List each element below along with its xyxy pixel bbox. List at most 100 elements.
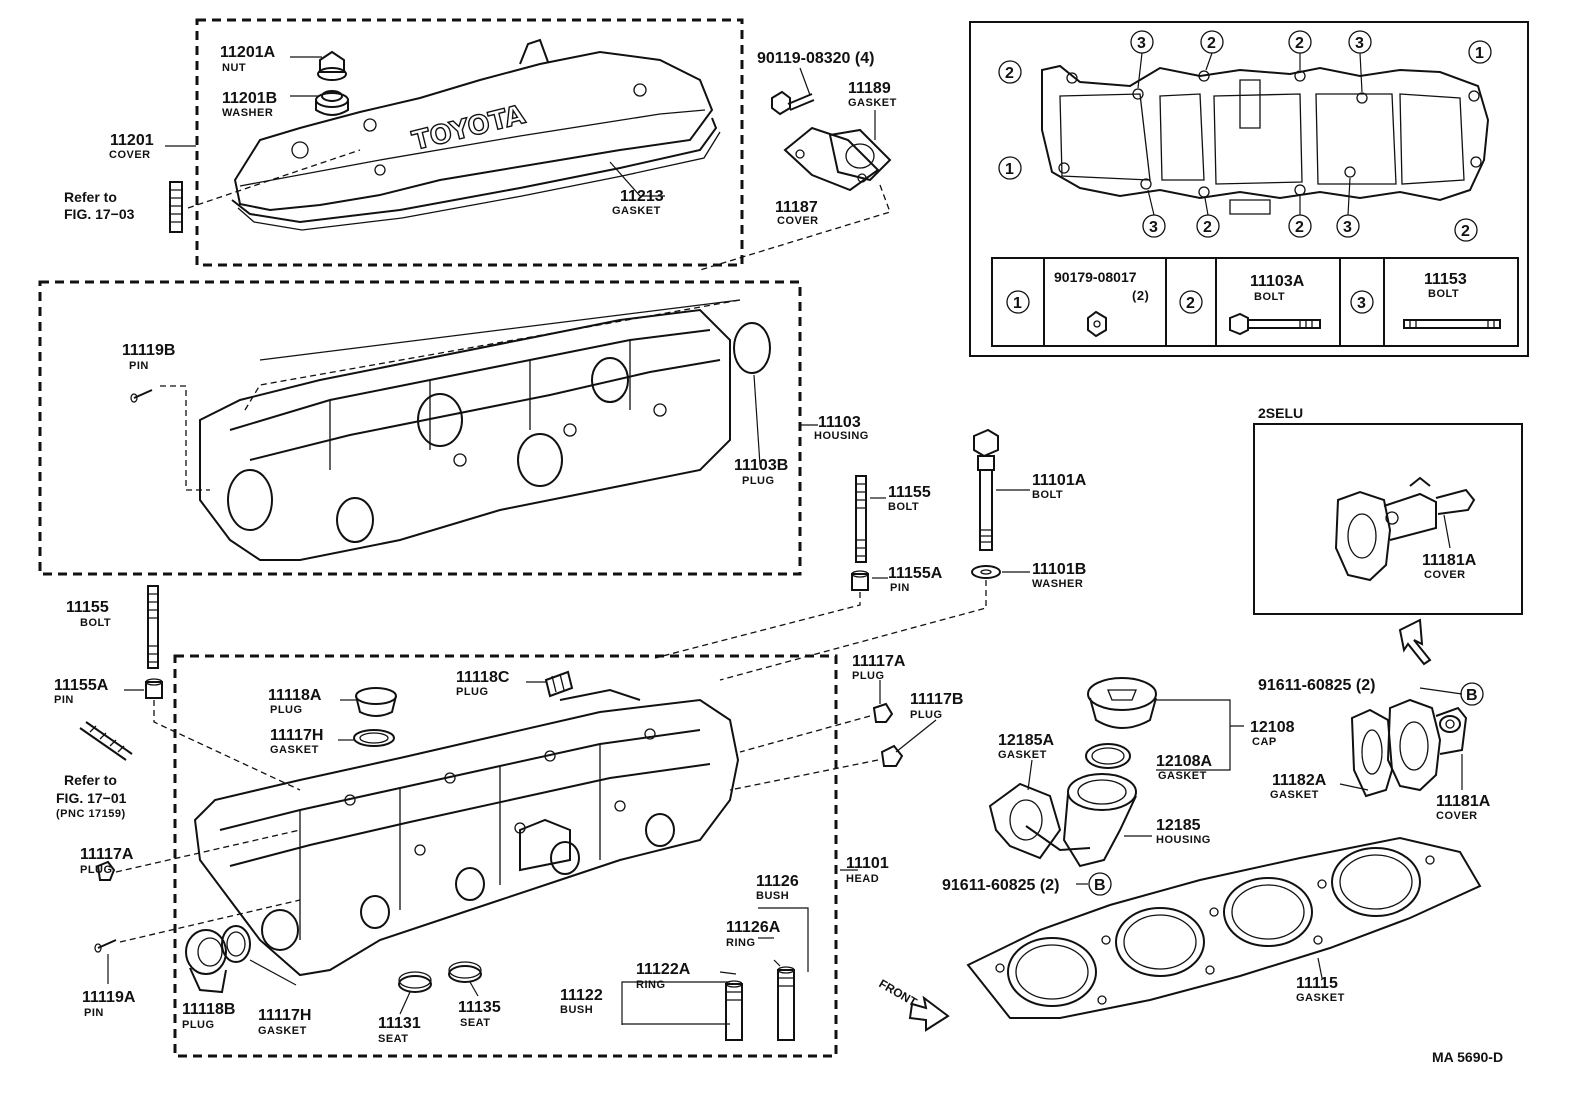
marker-left-mid: 1 [1005, 161, 1014, 178]
plug-11117a-right-part [872, 702, 894, 723]
marker-top-1: 3 [1137, 35, 1146, 52]
gasket-11115-name: GASKET [1296, 992, 1345, 1004]
pin-11155a-left-part [145, 678, 163, 699]
head-gasket-group: 11115 GASKET [966, 836, 1482, 1019]
bolt-11155-right-part [855, 475, 867, 563]
gasket-12108a-part [1085, 743, 1131, 769]
marker-bottom-1: 3 [1149, 219, 1158, 236]
cap-12108-number: 12108 [1250, 719, 1295, 736]
seat-11135-part [448, 961, 482, 983]
plug-11117a-left-number: 11117A [80, 846, 134, 863]
plug-11117a-right-name: PLUG [852, 670, 885, 682]
pin-11155a-right-name: PIN [890, 582, 910, 594]
cover-11181a-inset-name: COVER [1424, 569, 1466, 581]
housing-12185-number: 12185 [1156, 817, 1201, 834]
gasket-11189-part [828, 128, 892, 182]
legend-11103a-number: 11103A [1250, 273, 1305, 290]
cam-cover-gasket-part [231, 117, 721, 231]
marker-left-top: 2 [1005, 65, 1014, 82]
washer-11201b-name: WASHER [222, 107, 273, 119]
bolt-marker-circles [998, 30, 1492, 242]
bolt-91611-upper-number: 91611-60825 (2) [1258, 677, 1375, 694]
bush-11122-part [725, 980, 743, 1041]
head-bolts-group: 11155 BOLT 11155A PIN 11101A BOLT 11101B… [654, 428, 1087, 681]
ring-11122a-name: RING [636, 979, 666, 991]
cover-11181a-lower-number: 11181A [1436, 793, 1491, 810]
cover-11201-number: 11201 [110, 132, 154, 149]
ring-11122a-number: 11122A [636, 961, 691, 978]
pin-11119b-name: PIN [129, 360, 149, 372]
plug-11118c-name: PLUG [456, 686, 489, 698]
washer-11201b-number: 11201B [222, 90, 277, 107]
refer-fig-17-03-line2: FIG. 17−03 [64, 206, 135, 222]
plug-11118a-part [355, 687, 397, 717]
pin-11119a-part [94, 939, 117, 953]
cam-housing-part [199, 299, 741, 561]
housing-12185-part [1062, 773, 1137, 868]
ring-11126a-number: 11126A [726, 919, 781, 936]
gasket-11182a-part [1350, 708, 1394, 798]
bush-11126-name: BUSH [756, 890, 789, 902]
gasket-11115-number: 11115 [1296, 975, 1338, 992]
gasket-11189-name: GASKET [848, 97, 897, 109]
cover-11187-name: COVER [777, 215, 819, 227]
cap-12108-name: CAP [1252, 736, 1277, 748]
bush-11122-name: BUSH [560, 1004, 593, 1016]
gasket-11213-number: 11213 [620, 188, 664, 205]
head-11101-number: 11101 [846, 855, 889, 872]
plug-11117b-name: PLUG [910, 709, 943, 721]
cam-housing-dashed-box [38, 280, 802, 576]
gasket-11117h-top-number: 11117H [270, 727, 323, 744]
legend-90179-number: 90179-08017 [1054, 269, 1137, 285]
left-side-parts-group: 11155 BOLT 11155A PIN Refer to FIG. 17−0… [54, 585, 301, 1019]
figure-code: MA 5690-D [1432, 1049, 1503, 1065]
housing-11103-name: HOUSING [814, 430, 869, 442]
gasket-12108a-number: 12108A [1156, 753, 1212, 770]
plug-11103b-part [733, 322, 771, 374]
washer-11101b-name: WASHER [1032, 578, 1083, 590]
bolt-91611-upper-marker: B [1466, 687, 1478, 704]
plug-11117b-number: 11117B [910, 691, 963, 708]
refer-fig-17-03-line1: Refer to [64, 189, 117, 205]
bolt-layout-box: 3 2 2 3 1 2 1 3 2 2 3 2 [969, 21, 1529, 357]
seat-11131-name: SEAT [378, 1033, 409, 1045]
inset-2selu-title: 2SELU [1258, 405, 1303, 421]
plug-11117b-part [880, 744, 904, 767]
gasket-11117h-bottom-name: GASKET [258, 1025, 307, 1037]
gasket-11182a-number: 11182A [1272, 772, 1327, 789]
gasket-11117h-top-part [353, 729, 395, 747]
cover-11201-name: COVER [109, 149, 151, 161]
bush-11126-part [777, 966, 795, 1041]
washer-11101b-number: 11101B [1032, 561, 1086, 578]
cover-11187-number: 11187 [775, 199, 818, 216]
washer-11201b-part [315, 90, 349, 116]
marker-top-4: 3 [1355, 35, 1364, 52]
seat-11131-part [398, 971, 432, 993]
gasket-12185a-number: 12185A [998, 732, 1054, 749]
gasket-12108a-name: GASKET [1158, 770, 1207, 782]
legend-marker-2: 2 [1186, 295, 1195, 312]
bush-11126-number: 11126 [756, 873, 799, 890]
inset-2selu: 2SELU 11181A COVER [1253, 405, 1523, 666]
ring-11126a-name: RING [726, 937, 756, 949]
cover-11181a-lower-name: COVER [1436, 810, 1478, 822]
pin-11155a-left-name: PIN [54, 694, 74, 706]
toyota-logo-text: TOYOTA [409, 100, 528, 157]
filler-cap-group: B 12108 CAP 12108A GASKET 12185A GASKET … [942, 677, 1295, 896]
legend-90179-qty: (2) [1132, 288, 1149, 303]
pin-11119b-part [130, 389, 153, 403]
bolt-11155-left-part [147, 585, 159, 669]
bolt-11101a-name: BOLT [1032, 489, 1063, 501]
cylinder-head-dashed-box [173, 654, 838, 1058]
plug-11118b-number: 11118B [182, 1001, 235, 1018]
front-arrow-icon [908, 995, 950, 1032]
plug-11117a-left-part [96, 860, 116, 881]
bolt-11155-left-number: 11155 [66, 599, 109, 616]
plug-11118a-name: PLUG [270, 704, 303, 716]
gasket-12185a-part [988, 782, 1091, 860]
cam-cover-part: TOYOTA [233, 38, 714, 212]
marker-bottom-3: 2 [1295, 219, 1304, 236]
cap-12108-part [1087, 677, 1157, 729]
bolt-11155-right-number: 11155 [888, 484, 931, 501]
gasket-11189-number: 11189 [848, 80, 891, 97]
